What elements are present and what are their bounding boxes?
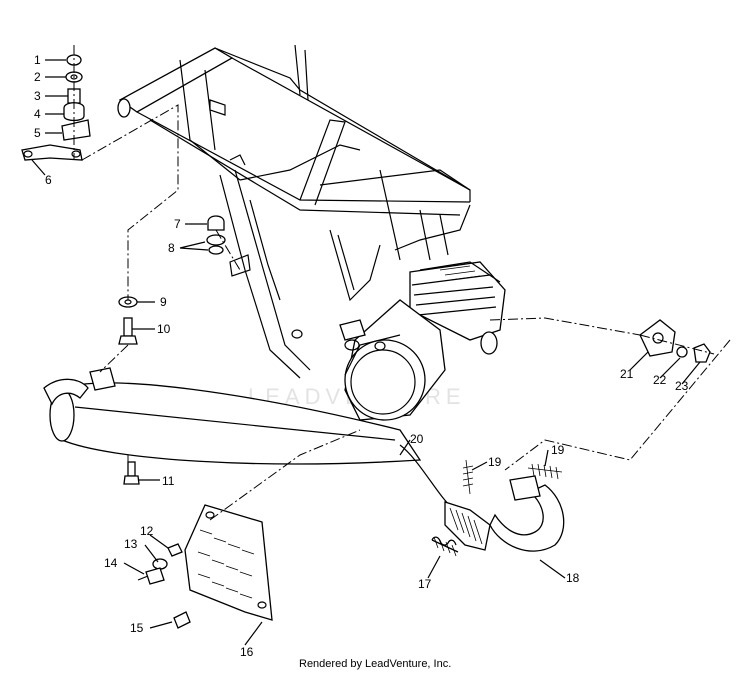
callout-21: 21 [620, 367, 634, 381]
callout-23: 23 [675, 379, 689, 393]
callout-9: 9 [160, 295, 167, 309]
heat-shield [184, 504, 273, 621]
callout-18: 18 [566, 571, 580, 585]
callout-6: 6 [45, 173, 52, 187]
frame [117, 44, 471, 379]
callout-14: 14 [104, 556, 118, 570]
assembly-lines [73, 45, 731, 521]
engine [339, 261, 506, 421]
callout-2: 2 [34, 70, 41, 84]
callout-20: 20 [410, 432, 424, 446]
callout-13: 13 [124, 537, 138, 551]
callout-4: 4 [34, 107, 41, 121]
callout-16: 16 [240, 645, 254, 659]
callout-1: 1 [34, 53, 41, 67]
head-pipe [399, 444, 565, 552]
callout-22: 22 [653, 373, 667, 387]
callout-12: 12 [140, 524, 154, 538]
callout-7: 7 [174, 217, 181, 231]
callout-labels: 1 2 3 4 5 6 7 8 9 10 11 12 13 14 15 16 1… [34, 53, 689, 659]
callout-3: 3 [34, 89, 41, 103]
callout-19-b: 19 [551, 443, 565, 457]
callout-5: 5 [34, 126, 41, 140]
callout-15: 15 [130, 621, 144, 635]
muffler [43, 367, 422, 465]
hardware [21, 54, 711, 629]
callout-19-a: 19 [488, 455, 502, 469]
callout-11: 11 [162, 474, 175, 488]
callout-leaders [31, 59, 701, 646]
callout-10: 10 [157, 322, 171, 336]
footer-credit: Rendered by LeadVenture, Inc. [299, 658, 451, 670]
callout-17: 17 [418, 577, 432, 591]
callout-8: 8 [168, 241, 175, 255]
